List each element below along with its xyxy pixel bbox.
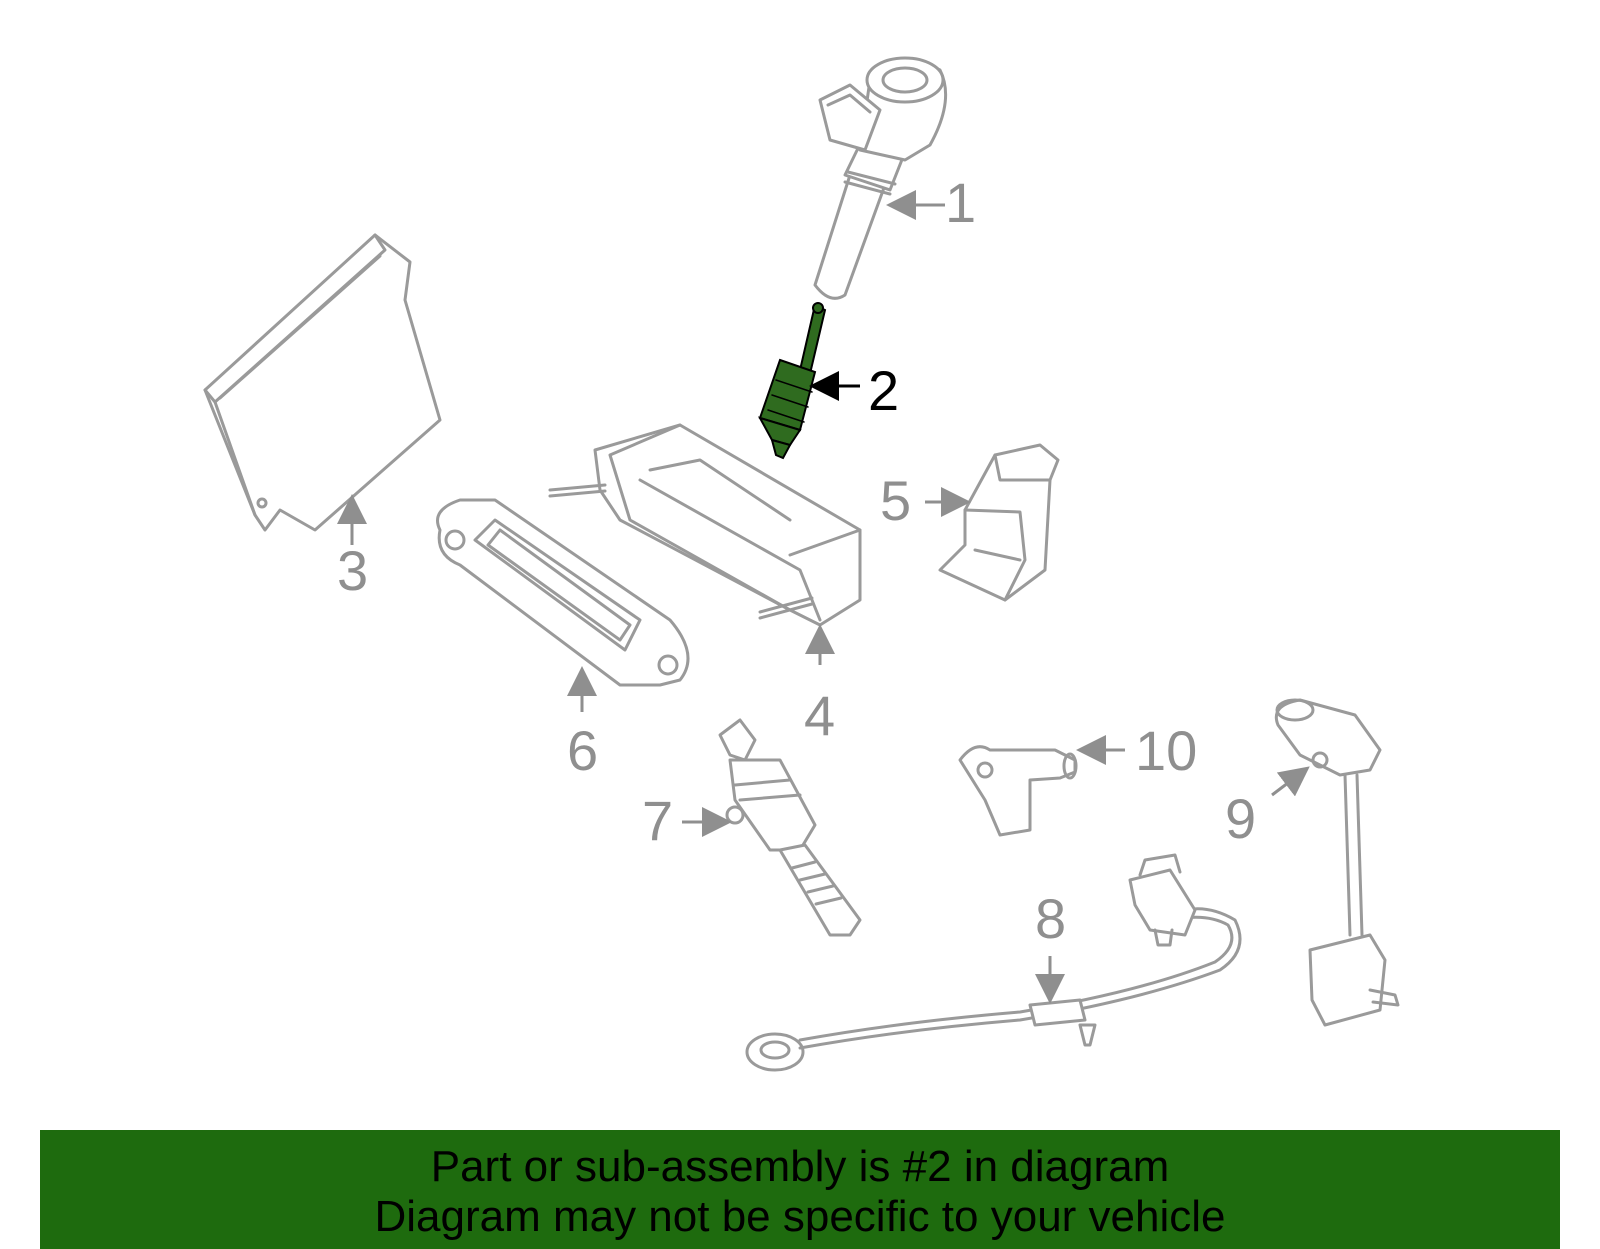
callout-9: 9	[1225, 787, 1256, 850]
part-7-solenoid[interactable]	[718, 718, 862, 937]
part-5-bracket[interactable]	[938, 443, 1060, 602]
callout-4: 4	[804, 684, 835, 747]
callout-labels: 1 2 3 4 5 6 7 8 9 10	[337, 171, 1256, 950]
part-8-knock-sensor[interactable]	[745, 853, 1242, 1072]
banner-line-1: Part or sub-assembly is #2 in diagram	[430, 1142, 1170, 1191]
callout-1: 1	[945, 171, 976, 234]
callout-6: 6	[567, 719, 598, 782]
part-6-gasket[interactable]	[436, 498, 690, 687]
part-2-spark-plug[interactable]	[757, 302, 827, 460]
callout-5: 5	[880, 469, 911, 532]
banner-line-2: Diagram may not be specific to your vehi…	[374, 1192, 1226, 1241]
callout-3: 3	[337, 539, 368, 602]
callout-10: 10	[1135, 719, 1197, 782]
part-10-position-sensor[interactable]	[958, 745, 1078, 837]
callout-2: 2	[868, 359, 899, 422]
part-9-sensor[interactable]	[1274, 698, 1400, 1027]
info-banner: Part or sub-assembly is #2 in diagram Di…	[40, 1130, 1560, 1249]
part-3-control-module[interactable]	[203, 233, 442, 532]
callout-leaders	[337, 190, 1310, 1004]
parts-diagram: 1 2 3 4 5 6 7 8 9 10	[203, 56, 1400, 1072]
part-1-ignition-coil[interactable]	[813, 56, 948, 300]
callout-8: 8	[1035, 887, 1066, 950]
part-4-mounting-bracket[interactable]	[548, 423, 862, 627]
callout-7: 7	[642, 789, 673, 852]
